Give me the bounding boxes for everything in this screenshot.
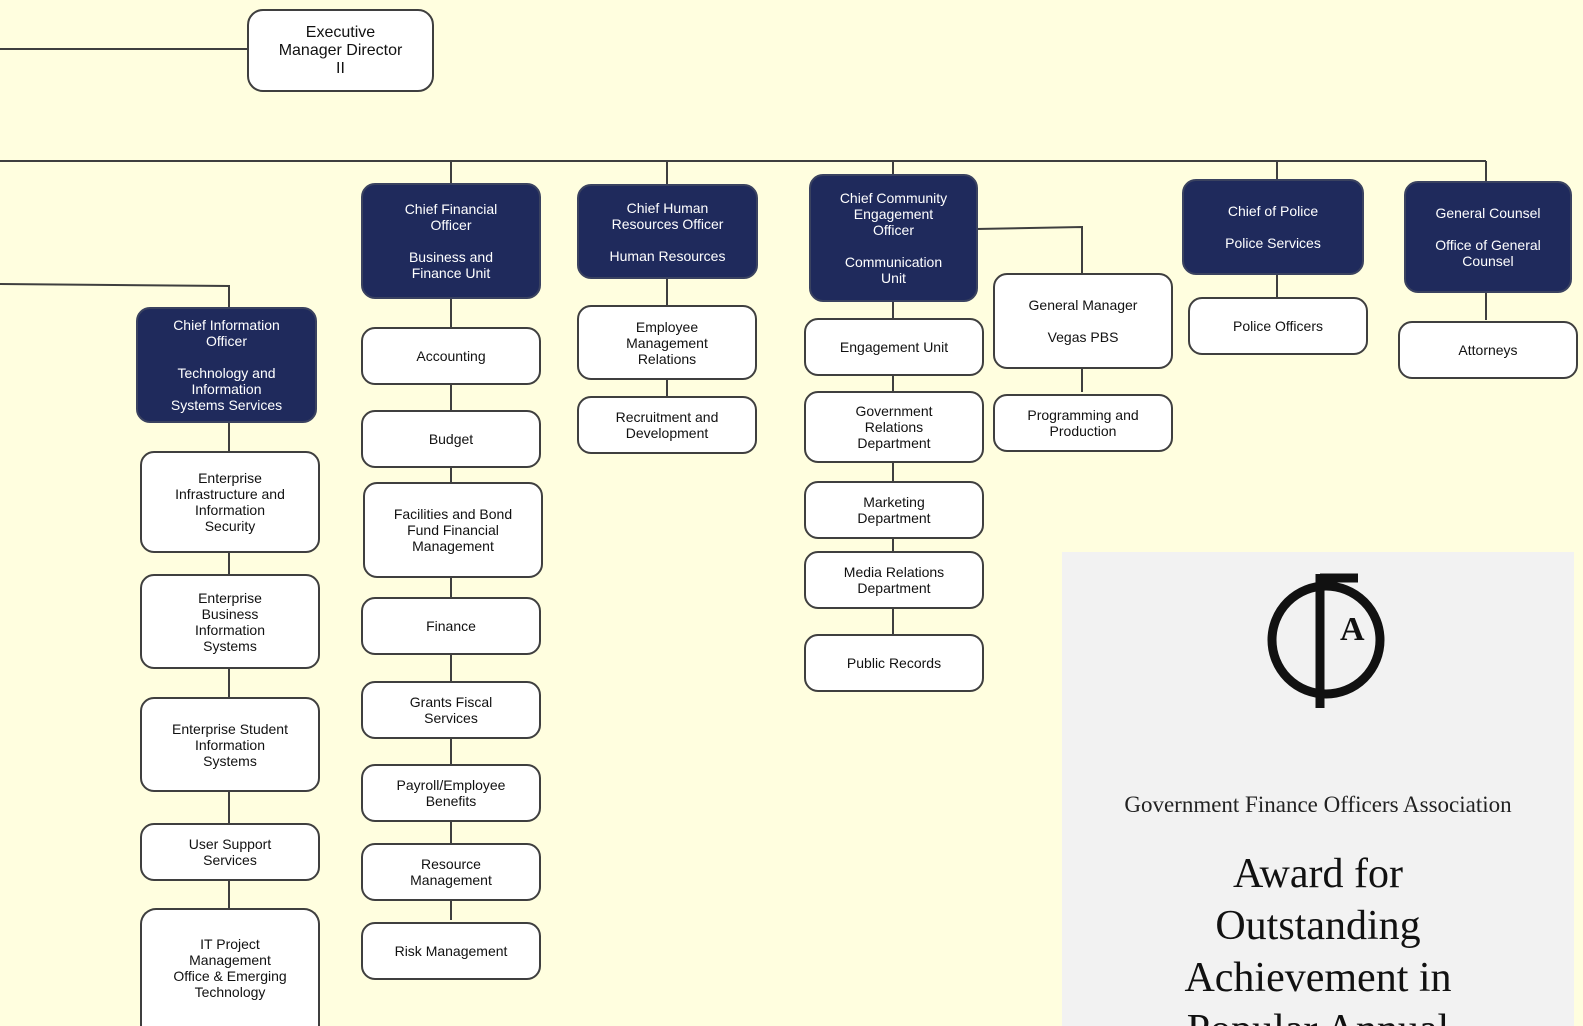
chro-unit-box: Employee Management Relations (577, 305, 757, 380)
cio-unit-box: IT Project Management Office & Emerging … (140, 908, 320, 1026)
chief-information-officer-box: Chief Information Officer Technology and… (136, 307, 317, 423)
cfo-unit-box: Resource Management (361, 843, 541, 901)
gfoa-logo-icon: A (1267, 573, 1385, 708)
cceo-unit-box: Government Relations Department (804, 391, 984, 463)
chro-unit-box: Recruitment and Development (577, 396, 757, 454)
cio-unit-box: Enterprise Business Information Systems (140, 574, 320, 669)
cceo-unit-box: Engagement Unit (804, 318, 984, 376)
executive-manager-director-box: Executive Manager Director II (247, 9, 434, 92)
cio-unit-box: Enterprise Student Information Systems (140, 697, 320, 792)
general-counsel-box: General Counsel Office of General Counse… (1404, 181, 1572, 293)
cio-unit-box: User Support Services (140, 823, 320, 881)
cceo-unit-box: Media Relations Department (804, 551, 984, 609)
chief-of-police-box: Chief of Police Police Services (1182, 179, 1364, 275)
svg-text:A: A (1340, 611, 1365, 648)
cfo-unit-box: Budget (361, 410, 541, 468)
pbs-unit-box: Programming and Production (993, 394, 1173, 452)
police-unit-box: Police Officers (1188, 297, 1368, 355)
gfoa-award-panel: A Government Finance Officers Associatio… (1062, 552, 1574, 1026)
cfo-unit-box: Grants Fiscal Services (361, 681, 541, 739)
award-title: Award for Outstanding Achievement in Pop… (1184, 851, 1452, 1026)
chief-community-engagement-officer-box: Chief Community Engagement Officer Commu… (809, 174, 978, 302)
cfo-unit-box: Accounting (361, 327, 541, 385)
cio-unit-box: Enterprise Infrastructure and Informatio… (140, 451, 320, 553)
cfo-unit-box: Risk Management (361, 922, 541, 980)
cceo-unit-box: Public Records (804, 634, 984, 692)
chief-financial-officer-box: Chief Financial Officer Business and Fin… (361, 183, 541, 299)
chief-human-resources-officer-box: Chief Human Resources Officer Human Reso… (577, 184, 758, 279)
award-organization: Government Finance Officers Association (1124, 792, 1512, 817)
counsel-unit-box: Attorneys (1398, 321, 1578, 379)
cfo-unit-box: Facilities and Bond Fund Financial Manag… (363, 482, 543, 578)
vegas-pbs-general-manager-box: General Manager Vegas PBS (993, 273, 1173, 369)
cfo-unit-box: Payroll/Employee Benefits (361, 764, 541, 822)
cfo-unit-box: Finance (361, 597, 541, 655)
cceo-unit-box: Marketing Department (804, 481, 984, 539)
